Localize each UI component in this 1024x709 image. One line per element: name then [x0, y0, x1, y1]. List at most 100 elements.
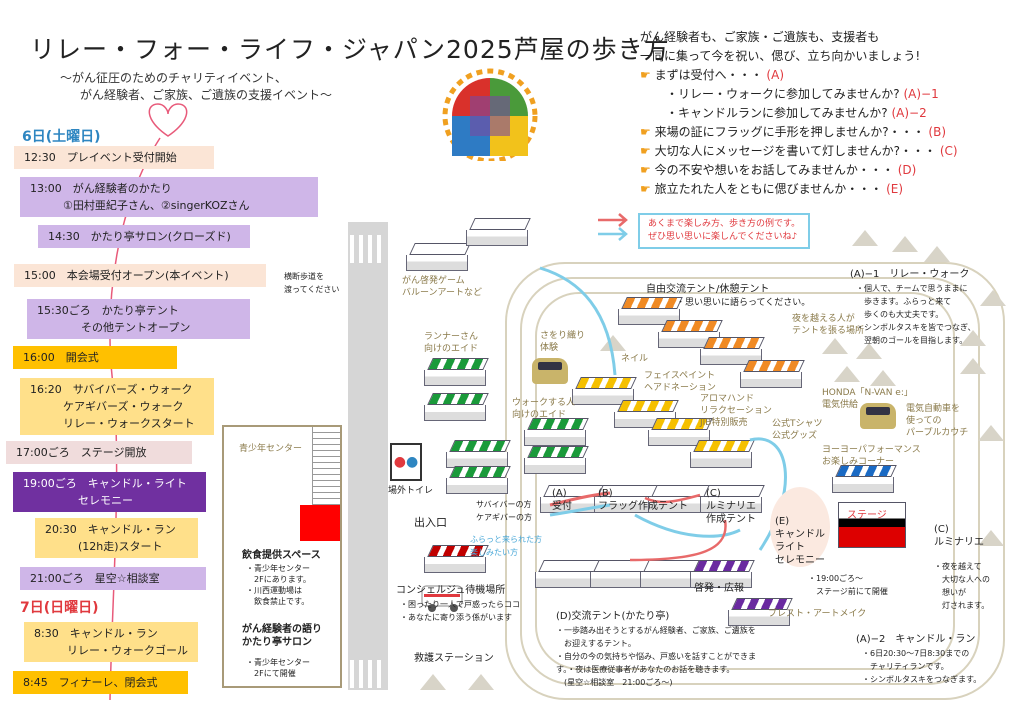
- tent-game: [466, 218, 531, 246]
- intro-item: ☛ 来場の証にフラッグに手形を押しませんか?・・・ (B): [640, 123, 958, 142]
- intro-item-text: 来場の証にフラッグに手形を押しませんか?・・・: [654, 125, 925, 139]
- facepaint-label: フェイスペイント ヘアドネーション: [644, 371, 716, 393]
- A1-title-label: (A)−1 リレー・ウォーク: [850, 269, 970, 280]
- schedule-text: 開会式: [65, 351, 99, 364]
- intro-item-tag: (C): [939, 144, 958, 158]
- subtitle: 〜がん征圧のためのチャリティイベント、 がん経験者、ご家族、ご遺族の支援イベント…: [60, 70, 332, 104]
- keihatsu-label: 啓発・広報: [694, 583, 744, 594]
- walker-aid-label: ウォークする人 向けのエイド: [512, 398, 576, 420]
- heart-icon: [148, 103, 188, 137]
- schedule-text: ステージ開放: [80, 446, 147, 459]
- intro-item-text: ・リレー・ウォークに参加してみませんか?: [666, 87, 900, 101]
- camp-tent-icon: [870, 370, 896, 386]
- camp-tent-icon: [924, 246, 950, 262]
- pointing-hand-icon: ☛: [640, 182, 655, 196]
- schedule-time: 16:20: [30, 383, 62, 396]
- camp-label: 夜を越える人が テントを張る場所: [792, 314, 865, 336]
- tent-aid: [424, 393, 489, 421]
- schedule-time: 21:00ごろ: [30, 572, 84, 585]
- schedule-time: 13:00: [30, 182, 62, 195]
- youth-center-label: 青少年センター: [239, 444, 303, 454]
- entrance-label: 出入口: [414, 516, 447, 529]
- schedule-text: がん経験者のかたり ①田村亜紀子さん、②singerKOZさん: [62, 182, 250, 212]
- intro-item-text: まずは受付へ・・・: [654, 68, 763, 82]
- free-note-label: ・思い思いに語らってください。: [676, 298, 811, 308]
- crosswalk: [350, 235, 386, 263]
- concierge-notes-label: ・困ったり一人で戸惑ったらココ ・あなたに寄り添う係がいます: [400, 600, 520, 622]
- intro-item-tag: (E): [886, 182, 904, 196]
- intro-item: ・キャンドルランに参加してみませんか? (A)−2: [640, 104, 958, 123]
- salon-notes: ・青少年センター 2Fにて開催: [246, 658, 310, 678]
- camp-tent-icon: [852, 230, 878, 246]
- schedule-text: キャンドル・ラン (12h走)スタート: [77, 523, 176, 553]
- C-notes-label: ・夜を越えて 大切な人への 想いが 灯されます。: [934, 562, 990, 610]
- E-title-label: (E) キャンドル ライト セレモニー: [775, 516, 825, 566]
- intro-item: ☛ まずは受付へ・・・ (A): [640, 66, 958, 85]
- camp-tent-icon: [978, 530, 1004, 546]
- intro-line: 一同に集って今を祝い、偲び、立ち向かいましょう!: [640, 49, 921, 63]
- camp-tent-icon: [834, 366, 860, 382]
- subtitle-line: 〜がん征圧のためのチャリティイベント、: [60, 71, 287, 85]
- intro-item-tag: (A): [766, 68, 784, 82]
- toilet-icon: ●●: [390, 443, 422, 481]
- tent-aid: [524, 418, 589, 446]
- camp-tent-icon: [978, 425, 1004, 441]
- intro-item-tag: (A)−1: [903, 87, 939, 101]
- tent-free: [618, 297, 683, 325]
- tent-booth: [690, 440, 755, 468]
- schedule-item: 14:30 かたり亭サロン(クローズド): [38, 225, 250, 248]
- free-tent-label: 自由交流テント/休憩テント: [646, 284, 770, 295]
- schedule-item: 16:20 サバイバーズ・ウォーク ケアギバーズ・ウォーク リレー・ウォークスタ…: [20, 378, 214, 435]
- tent-aid: [446, 466, 511, 494]
- aroma-label: アロマハンド リラクセーション JIB特別販売: [700, 394, 772, 428]
- tent-booth: [572, 377, 637, 405]
- schedule-item: 16:00 開会式: [13, 346, 177, 369]
- tent-keihatsu: [690, 560, 755, 588]
- crosswalk: [350, 660, 386, 688]
- schedule-time: 12:30: [24, 151, 56, 164]
- camp-tent-icon: [420, 674, 446, 690]
- day2-heading: 7日(日曜日): [20, 600, 99, 616]
- subtitle-line: がん経験者、ご家族、ご遺族の支援イベント〜: [80, 88, 333, 102]
- tshirt-label: 公式Tシャツ 公式グッズ: [772, 419, 823, 441]
- van-icon: [532, 358, 568, 384]
- schedule-item: 13:00 がん経験者のかたり ①田村亜紀子さん、②singerKOZさん: [20, 177, 318, 217]
- camp-tent-icon: [892, 236, 918, 252]
- tent-game: [406, 243, 471, 271]
- intro-item-text: 大切な人にメッセージを書いて灯しませんか?・・・: [654, 144, 936, 158]
- camp-tent-icon: [856, 343, 882, 359]
- tentC-label: (C) ルミナリエ 作成テント: [706, 488, 756, 525]
- schedule-text: プレイベント受付開始: [66, 151, 177, 164]
- pointing-hand-icon: ☛: [640, 125, 655, 139]
- schedule-time: 8:45: [23, 676, 48, 689]
- tentA-label: (A) 受付: [552, 488, 572, 512]
- camp-tent-icon: [960, 358, 986, 374]
- day1-heading: 6日(土曜日): [22, 129, 101, 145]
- food-area-marker: [300, 505, 340, 541]
- van-icon: [860, 403, 896, 429]
- schedule-text: キャンドル・ラン リレー・ウォークゴール: [66, 627, 188, 657]
- runner-aid-label: ランナーさん 向けのエイド: [424, 332, 479, 354]
- schedule-item: 12:30 プレイベント受付開始: [14, 146, 214, 169]
- intro-item: ☛ 大切な人にメッセージを書いて灯しませんか?・・・ (C): [640, 142, 958, 161]
- intro-text: がん経験者も、ご家族・ご遺族も、支援者も 一同に集って今を祝い、偲び、立ち向かい…: [640, 28, 958, 199]
- schedule-item: 15:00 本会場受付オープン(本イベント): [14, 264, 266, 287]
- tent-booth: [648, 418, 713, 446]
- tent-breast: [728, 598, 793, 626]
- track-inner: [535, 292, 955, 670]
- intro-item: ☛ 今の不安や想いをお話してみませんか・・・ (D): [640, 161, 958, 180]
- intro-item-text: 今の不安や想いをお話してみませんか・・・: [654, 163, 894, 177]
- page-title: リレー・フォー・ライフ・ジャパン2025芦屋の歩き方: [30, 35, 670, 64]
- nail-label: ネイル: [621, 354, 649, 364]
- food-notes: ・青少年センター 2Fにあります。 ・川西運動場は 飲食禁止です。: [246, 564, 311, 606]
- D-notes-label: ・一歩踏み出そうとするがん経験者、ご家族、ご遺族を お迎えするテント。 ・自分の…: [556, 626, 756, 687]
- schedule-time: 15:30ごろ: [37, 304, 91, 317]
- candle-ceremony-area: [770, 487, 830, 567]
- pointing-hand-icon: ☛: [640, 163, 655, 177]
- legend-note: あくまで楽しみ方、歩き方の例です。 ぜひ思い思いに楽しんでくださいね♪: [638, 213, 811, 249]
- flow-arrows: [539, 266, 787, 562]
- pointing-hand-icon: ☛: [640, 144, 655, 158]
- game-label: がん啓発ゲーム バルーンアートなど: [402, 276, 483, 298]
- intro-item-text: 旅立たれた人をともに偲びませんか・・・: [654, 182, 883, 196]
- schedule-time: 16:00: [23, 351, 55, 364]
